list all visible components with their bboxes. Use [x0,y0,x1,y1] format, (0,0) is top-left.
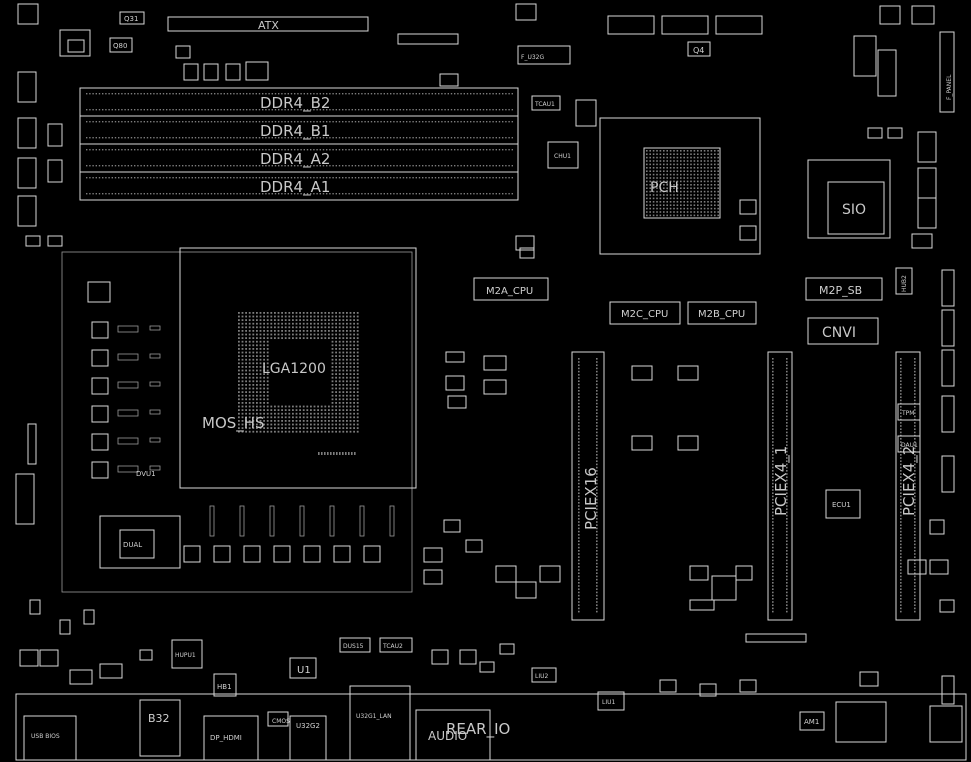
tcau1-label: TCAU1 [534,101,555,108]
q80-label: Q80 [113,42,127,50]
cpu-socket-label: LGA1200 [262,361,326,377]
atx-label: ATX [258,19,279,32]
am1-label: AM1 [804,718,819,726]
tcau2-label: TCAU2 [382,643,403,650]
dual-label: DUAL [123,541,142,549]
dvu1-label: DVU1 [136,470,156,478]
pcie-x4-2-slot: PCIEX4_2 [895,351,921,621]
b32-label: B32 [148,712,170,725]
m2a-cpu-label: M2A_CPU [486,286,533,297]
dus15-label: DUS15 [343,643,364,650]
rear-io-label: REAR_IO [446,720,510,739]
upper-left-parts: Q80 [17,29,459,227]
right-edge-headers [853,35,955,705]
rear-io-area: REAR_IO USB BIOS B32 DP_HDMI U32G2 U32G1… [15,685,967,761]
dimm-slots: DDR4_B2 DDR4_B1 DDR4_A2 DDR4_A1 [79,87,519,201]
pch-label: PCH [650,180,679,196]
dp-hdmi-label: DP_HDMI [210,734,242,742]
cmos-label: CMOS [272,718,290,725]
usb-bios-label: USB BIOS [31,733,60,740]
vrm-phases [91,321,395,563]
dimm-b1-label: DDR4_B1 [260,122,330,141]
m2-slots: M2A_CPU M2C_CPU M2B_CPU M2P_SB CNVI HUB2 [473,267,913,345]
dimm-slot-a1: DDR4_A1 [79,171,519,201]
mos-hs-label: MOS_HS [202,414,265,433]
dimm-a2-label: DDR4_A2 [260,150,330,169]
f-panel-label: F_PANEL [946,74,953,100]
m2p-sb-label: M2P_SB [819,284,862,297]
dimm-slot-b2: DDR4_B2 [79,87,519,117]
cpu-socket: LGA1200 MOS_HS DUAL [61,247,417,593]
hb1-label: HB1 [217,683,232,691]
q31-label: Q31 [124,15,138,23]
sio-label: SIO [842,202,866,218]
pch-chip: PCH [599,117,761,255]
u32g1-lan-label: U32G1_LAN [356,713,392,720]
top-headers: Q31 ATX Q4 F_U32G F_PANEL [17,3,955,113]
dau1-label: DAU1 [901,442,918,449]
sio-chip: SIO [807,159,891,239]
dimm-slot-b1: DDR4_B1 [79,115,519,145]
cnvi-label: CNVI [822,325,856,341]
pciex16-label: PCIEX16 [582,467,600,530]
pcie-x16-slot: PCIEX16 [571,351,605,621]
q4-label: Q4 [693,46,704,55]
liu1-label: LIU1 [602,699,616,706]
liu2-label: LIU2 [535,673,549,680]
hub2-label: HUB2 [901,275,908,292]
hupu1-label: HUPU1 [175,652,196,659]
tpm-label: TPM [901,410,914,417]
ecu1-label: ECU1 [832,501,851,509]
pcie-x4-1-slot: PCIEX4_1 [767,351,793,621]
chu1-label: CHU1 [554,153,571,160]
m2b-cpu-label: M2B_CPU [698,309,745,320]
middle-components [19,127,955,697]
bottom-components: HUPU1 HB1 U1 DUS15 TCAU2 LIU2 LIU1 AM1 [171,637,825,731]
audio-label: AUDIO [428,729,467,743]
u1-label: U1 [297,665,311,676]
pciex4-1-label: PCIEX4_1 [772,446,791,516]
dimm-pin-rows [86,93,513,195]
dimm-b2-label: DDR4_B2 [260,94,330,113]
pciex4-2-label: PCIEX4_2 [900,446,919,516]
f-u32g-label: F_U32G [521,54,544,61]
dimm-slot-a2: DDR4_A2 [79,143,519,173]
dimm-a1-label: DDR4_A1 [260,178,330,197]
u32g2-label: U32G2 [296,722,320,730]
m2c-cpu-label: M2C_CPU [621,309,668,320]
